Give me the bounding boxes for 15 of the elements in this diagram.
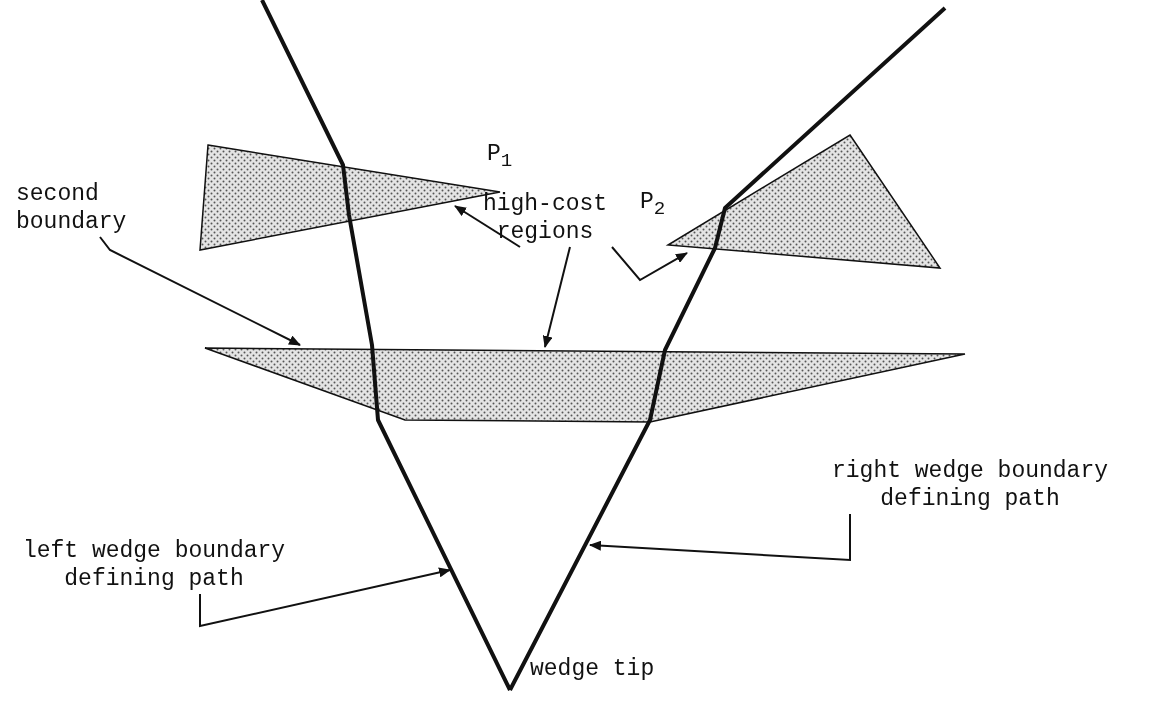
leader-arrow <box>542 246 571 348</box>
tip-label: wedge tip <box>530 655 655 683</box>
leader-arrow <box>99 236 301 346</box>
high-cost-triangle <box>665 134 942 269</box>
callout-label: right wedge boundary defining path <box>820 457 1120 513</box>
leader-arrow <box>199 567 451 628</box>
callout-label: left wedge boundary defining path <box>14 537 294 593</box>
high-cost-band <box>204 347 966 423</box>
leader-arrow <box>611 246 688 282</box>
leader-arrow <box>454 205 521 248</box>
leader-arrow <box>589 513 851 562</box>
callout-label: second boundary <box>16 180 176 236</box>
point-label: P$_{1}$ <box>487 140 513 174</box>
point-label: P$_{2}$ <box>640 188 666 222</box>
callout-label: high-cost regions <box>460 190 630 246</box>
